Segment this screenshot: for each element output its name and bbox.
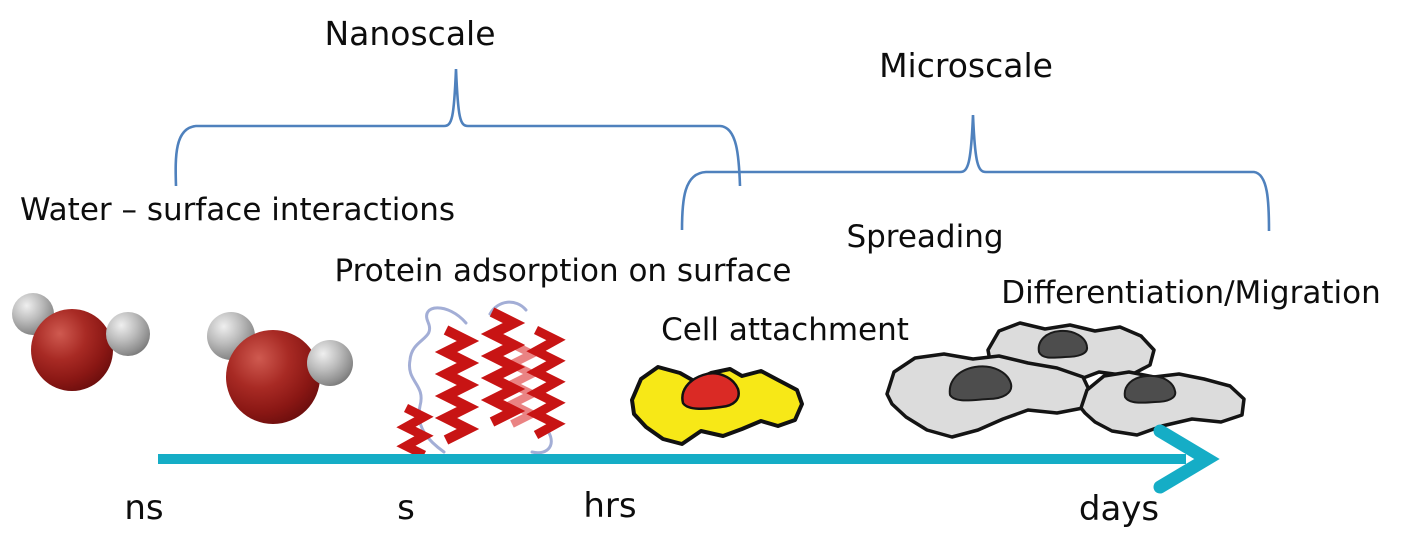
tick-days: days [1078, 489, 1160, 529]
water-molecule-icon [207, 312, 353, 424]
timeline-arrow-icon [158, 424, 1220, 494]
spreading-label: Spreading [846, 219, 1004, 255]
microscale-label: Microscale [879, 46, 1053, 85]
differentiation-migration-label: Differentiation/Migration [1001, 275, 1381, 311]
cell-attachment-label: Cell attachment [661, 312, 909, 348]
tick-hrs: hrs [583, 486, 637, 526]
attached-cell-icon [630, 365, 804, 446]
microscale-brace [680, 114, 1271, 232]
tick-ns: ns [124, 488, 164, 528]
protein-ribbon-icon [396, 300, 566, 460]
nanoscale-brace [174, 68, 742, 187]
tick-s: s [397, 488, 415, 528]
nanoscale-label: Nanoscale [324, 14, 496, 53]
cell-nucleus [681, 372, 740, 410]
water-molecule-icon [12, 293, 150, 391]
water-surface-label: Water – surface interactions [20, 192, 456, 228]
protein-adsorption-label: Protein adsorption on surface [334, 253, 792, 289]
cell-cluster-icon [885, 321, 1246, 439]
